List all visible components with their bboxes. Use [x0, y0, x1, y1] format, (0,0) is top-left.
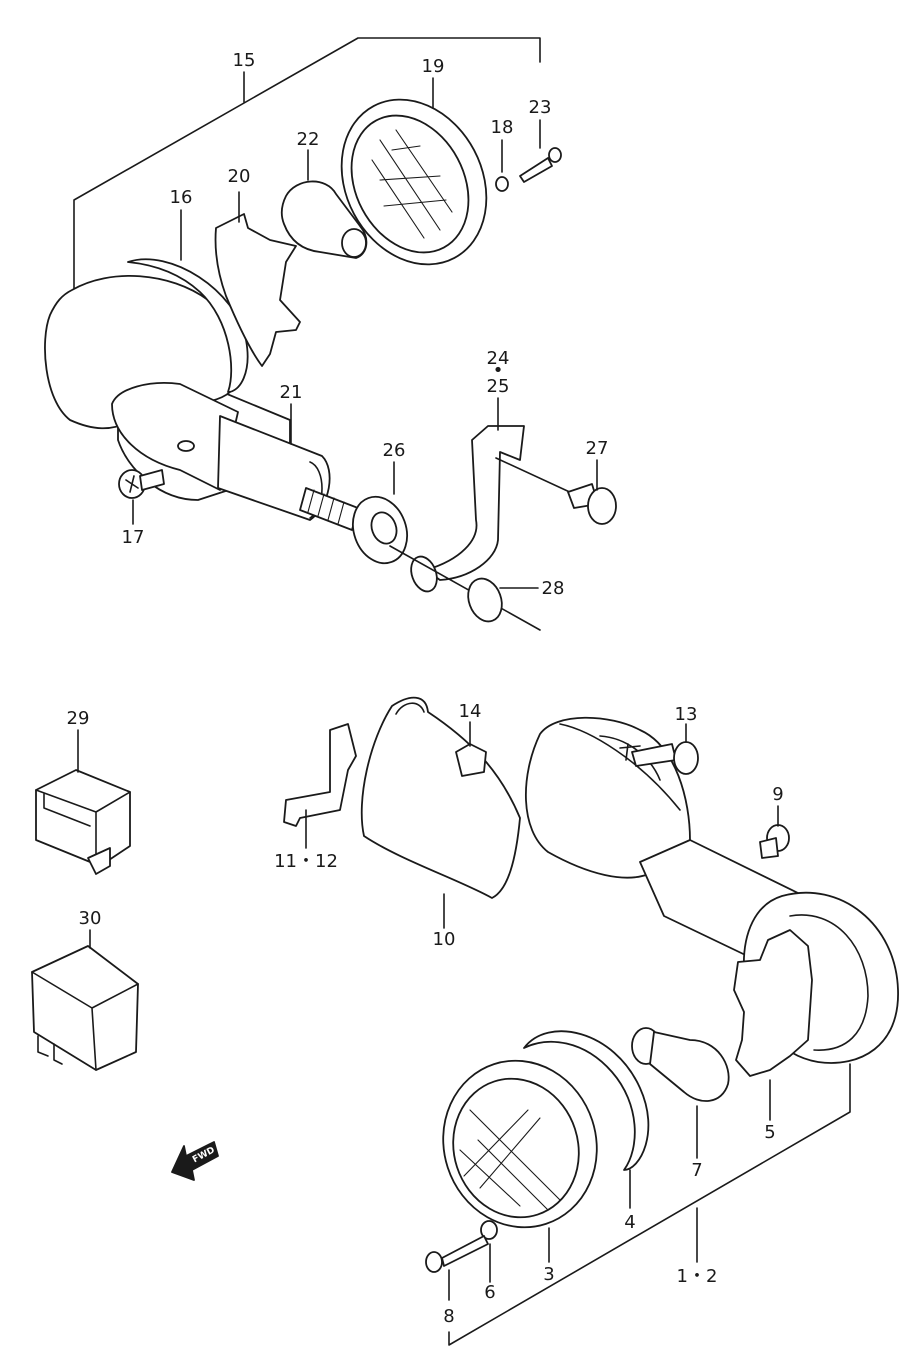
label-10: 10 — [433, 929, 456, 950]
label-30: 30 — [79, 908, 102, 929]
socket-20 — [214, 213, 301, 367]
bolt-27 — [495, 457, 617, 525]
lens-19 — [340, 98, 488, 266]
socket-5 — [733, 929, 813, 1077]
label-4: 4 — [624, 1212, 635, 1233]
screw-23 — [519, 147, 562, 183]
label-28: 28 — [542, 578, 565, 599]
label-27: 27 — [586, 438, 609, 459]
relay-29 — [35, 769, 131, 875]
group-bracket-1-2 — [448, 1063, 851, 1346]
bracket-25 — [425, 425, 525, 581]
label-3: 3 — [543, 1264, 554, 1285]
label-19: 19 — [422, 56, 445, 77]
threaded-stem — [299, 487, 359, 531]
label-17: 17 — [122, 527, 145, 548]
washer-18 — [495, 176, 509, 192]
label-24-dot: • — [493, 360, 504, 381]
relay-30 — [31, 945, 139, 1071]
screw-8 — [425, 1235, 489, 1273]
nut-26 — [352, 495, 408, 565]
label-22: 22 — [297, 129, 320, 150]
label-9: 9 — [772, 784, 783, 805]
label-14: 14 — [459, 701, 482, 722]
screw-13 — [619, 741, 699, 775]
label-8: 8 — [443, 1306, 454, 1327]
label-1-2: 1・2 — [677, 1266, 718, 1287]
label-5: 5 — [764, 1122, 775, 1143]
screw-17 — [118, 469, 165, 499]
callout-labels: 15 19 23 18 22 20 16 24 • 25 21 26 27 17… — [67, 50, 784, 1327]
label-18: 18 — [491, 117, 514, 138]
bulb-7 — [631, 1027, 730, 1102]
cover-10 — [360, 696, 521, 899]
signal-housing-bottom — [525, 716, 899, 1064]
cable — [389, 545, 541, 631]
washer-lower — [410, 555, 438, 593]
gasket-4 — [523, 1030, 650, 1171]
group-bracket-15 — [73, 37, 541, 291]
label-26: 26 — [383, 440, 406, 461]
label-29: 29 — [67, 708, 90, 729]
label-13: 13 — [675, 704, 698, 725]
label-16: 16 — [170, 187, 193, 208]
gasket-16 — [127, 258, 249, 393]
nut-28 — [467, 577, 503, 623]
label-7: 7 — [691, 1160, 702, 1181]
label-24: 24 — [487, 348, 510, 369]
bottom-turn-signal-assembly: FWD — [171, 696, 899, 1346]
spacer-14 — [455, 743, 487, 777]
label-11-12: 11・12 — [274, 851, 338, 872]
label-25: 25 — [487, 376, 510, 397]
fwd-arrow-icon: FWD — [171, 1141, 219, 1181]
label-15: 15 — [233, 50, 256, 71]
top-turn-signal-assembly — [44, 37, 617, 631]
bracket-11-12 — [283, 723, 357, 827]
label-20: 20 — [228, 166, 251, 187]
bulb-22 — [280, 180, 368, 259]
label-6: 6 — [484, 1282, 495, 1303]
washer-6 — [480, 1220, 498, 1240]
screw-9 — [759, 824, 790, 859]
label-23: 23 — [529, 97, 552, 118]
lens-3 — [442, 1059, 598, 1229]
label-21: 21 — [280, 382, 303, 403]
